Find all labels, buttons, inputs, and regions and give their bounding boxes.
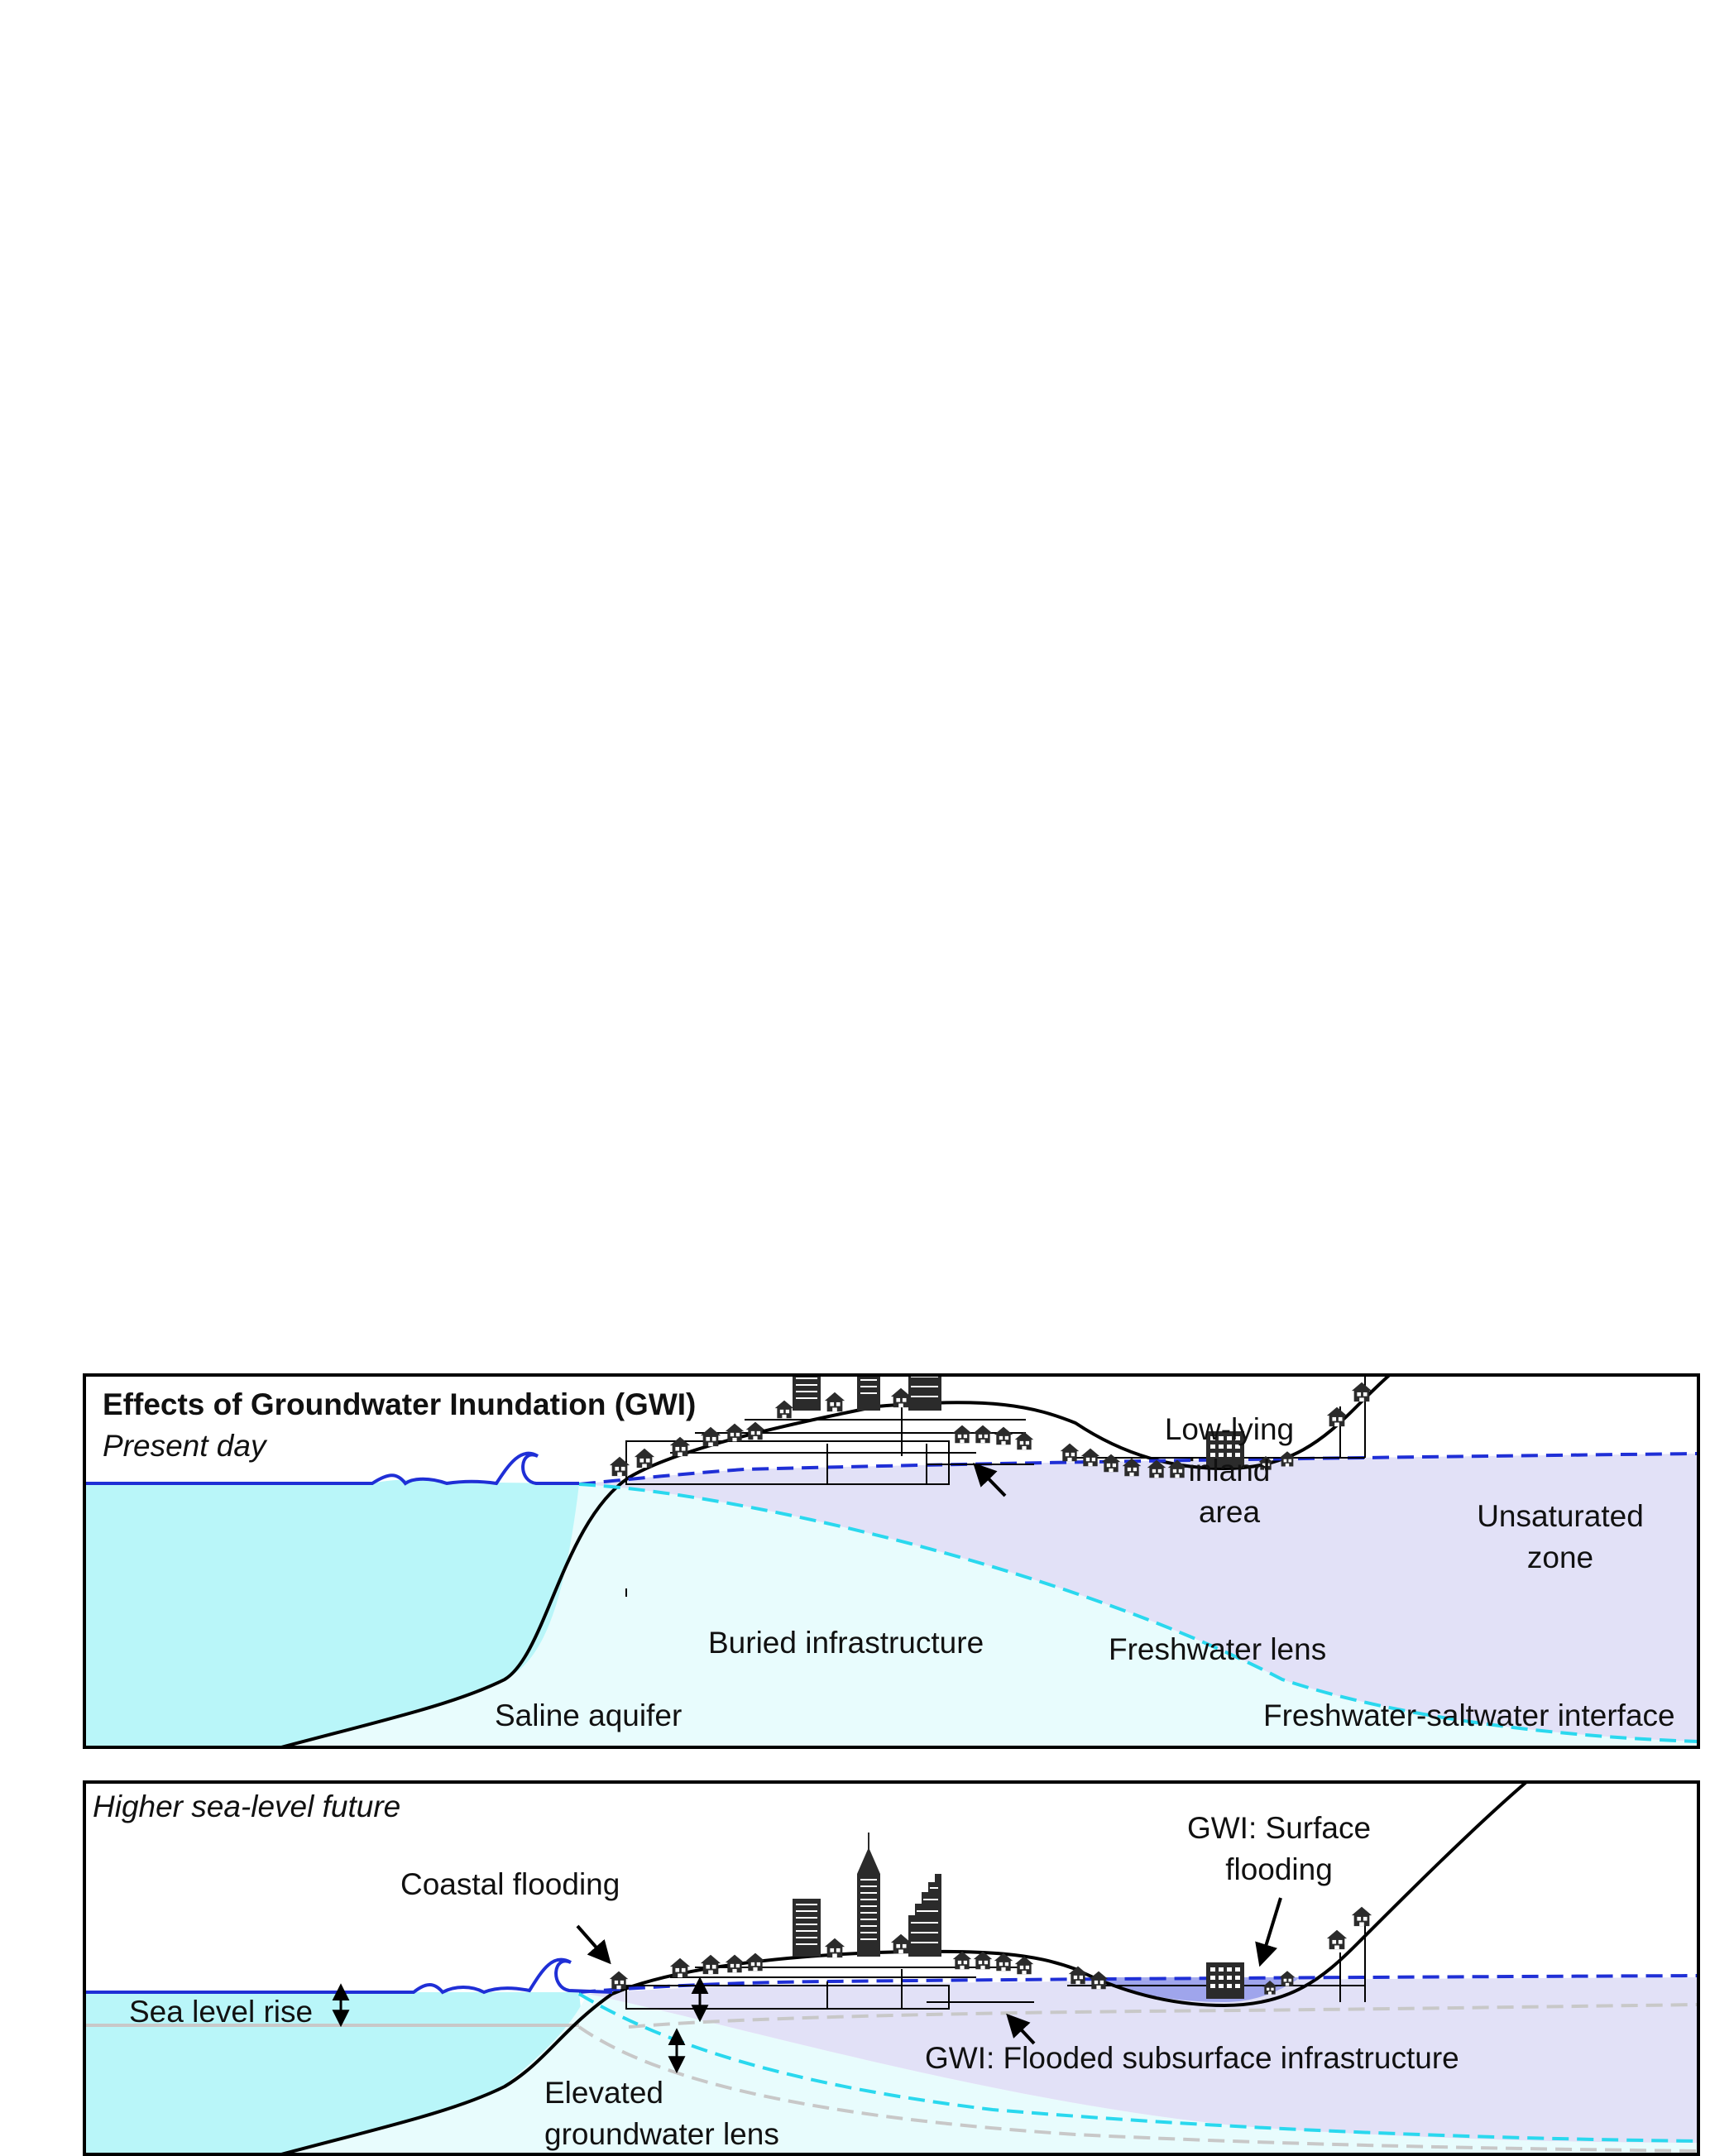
house-icon xyxy=(994,1426,1013,1445)
freshwater-lens xyxy=(579,1454,1698,1742)
house-icon xyxy=(973,1425,993,1444)
label-saline-aquifer: Saline aquifer xyxy=(495,1698,682,1732)
panel-present-day xyxy=(84,1375,1698,1747)
label-interface: Freshwater-saltwater interface xyxy=(1263,1698,1675,1732)
label-low-lying-2: inland xyxy=(1189,1454,1271,1488)
arrow-icon xyxy=(1006,2013,1036,2045)
house-icon xyxy=(1101,1454,1121,1473)
label-surface-flooding-2: flooding xyxy=(1225,1852,1333,1886)
house-icon xyxy=(824,1392,845,1412)
ground-surface-future xyxy=(280,1782,1528,2154)
freshwater-lens-elevated xyxy=(587,1977,1698,2143)
house-icon xyxy=(1326,1929,1348,1950)
freshwater-saltwater-interface xyxy=(578,1483,1698,1743)
city-skyline xyxy=(774,1375,941,1419)
label-freshwater-lens: Freshwater lens xyxy=(1109,1632,1326,1666)
house-icon xyxy=(725,1423,745,1442)
label-flooded-infrastructure: GWI: Flooded subsurface infrastructure xyxy=(925,2041,1459,2075)
sea-water xyxy=(84,1479,579,1747)
house-icon xyxy=(1351,1382,1372,1402)
house-icon xyxy=(824,1938,845,1958)
house-icon xyxy=(669,1957,691,1978)
house-icon xyxy=(1351,1906,1372,1927)
label-coastal-flooding: Coastal flooding xyxy=(400,1867,620,1901)
panel-present-day-frame xyxy=(83,1373,1700,1749)
house-icon xyxy=(725,1954,745,1973)
house-icon xyxy=(634,1448,655,1468)
skyscraper-icon xyxy=(793,1899,821,1957)
label-buried-infrastructure: Buried infrastructure xyxy=(708,1626,984,1660)
house-icon xyxy=(745,1952,765,1972)
skyscraper-icon xyxy=(908,1874,941,1957)
house-icon xyxy=(1014,1431,1034,1450)
house-icon xyxy=(700,1426,721,1447)
house-icon xyxy=(609,1971,629,1990)
surface-flooding-water xyxy=(1100,1977,1300,2002)
label-elevated-lens-1: Elevated xyxy=(544,2076,663,2110)
sea-surface-raised xyxy=(84,1957,613,1995)
arrow-icon xyxy=(576,1924,611,1965)
house-icon xyxy=(952,1425,972,1444)
building-icon xyxy=(1206,1962,1244,1999)
house-icon xyxy=(1080,1448,1100,1467)
house-icon xyxy=(774,1400,794,1419)
ground-surface xyxy=(280,1375,1526,1747)
house-icon xyxy=(1279,1971,1296,1986)
saline-aquifer-future xyxy=(281,1994,1698,2154)
skyscraper-icon xyxy=(857,1833,880,1957)
house-icon xyxy=(1089,1971,1109,1990)
label-low-lying-3: area xyxy=(1199,1495,1260,1529)
panel-subtitle-present: Present day xyxy=(103,1429,268,1463)
skyscraper-icon xyxy=(857,1375,880,1411)
panel-future xyxy=(84,1782,1698,2154)
interface-raised xyxy=(577,1992,1698,2143)
arrow-icon xyxy=(1255,1897,1282,1967)
figure-title: Effects of Groundwater Inundation (GWI) xyxy=(103,1387,696,1421)
house-icon xyxy=(952,1951,972,1970)
house-icon xyxy=(890,1387,912,1408)
house-icon xyxy=(745,1421,765,1440)
panel-future-frame xyxy=(83,1780,1700,2156)
label-sea-level-rise: Sea level rise xyxy=(129,1995,313,2029)
house-icon xyxy=(1326,1406,1348,1427)
house-icon xyxy=(1060,1443,1080,1462)
label-low-lying-1: Low-lying xyxy=(1165,1412,1294,1446)
arrow-icon xyxy=(973,1462,1007,1497)
label-surface-flooding-1: GWI: Surface xyxy=(1187,1811,1371,1845)
house-icon xyxy=(700,1954,721,1975)
skyscraper-icon xyxy=(793,1375,821,1411)
label-unsaturated-1: Unsaturated xyxy=(1477,1499,1644,1533)
panel-subtitle-future: Higher sea-level future xyxy=(93,1789,400,1823)
city-skyline-future xyxy=(793,1833,941,1958)
house-icon xyxy=(669,1436,691,1457)
previous-water-table xyxy=(628,2003,1698,2029)
house-icon xyxy=(890,1933,912,1954)
saline-aquifer xyxy=(281,1484,1698,1747)
skyscraper-icon xyxy=(908,1375,941,1411)
label-unsaturated-2: zone xyxy=(1527,1540,1593,1574)
label-elevated-lens-2: groundwater lens xyxy=(544,2117,779,2151)
water-table xyxy=(578,1452,1698,1486)
sea-surface xyxy=(84,1451,579,1486)
